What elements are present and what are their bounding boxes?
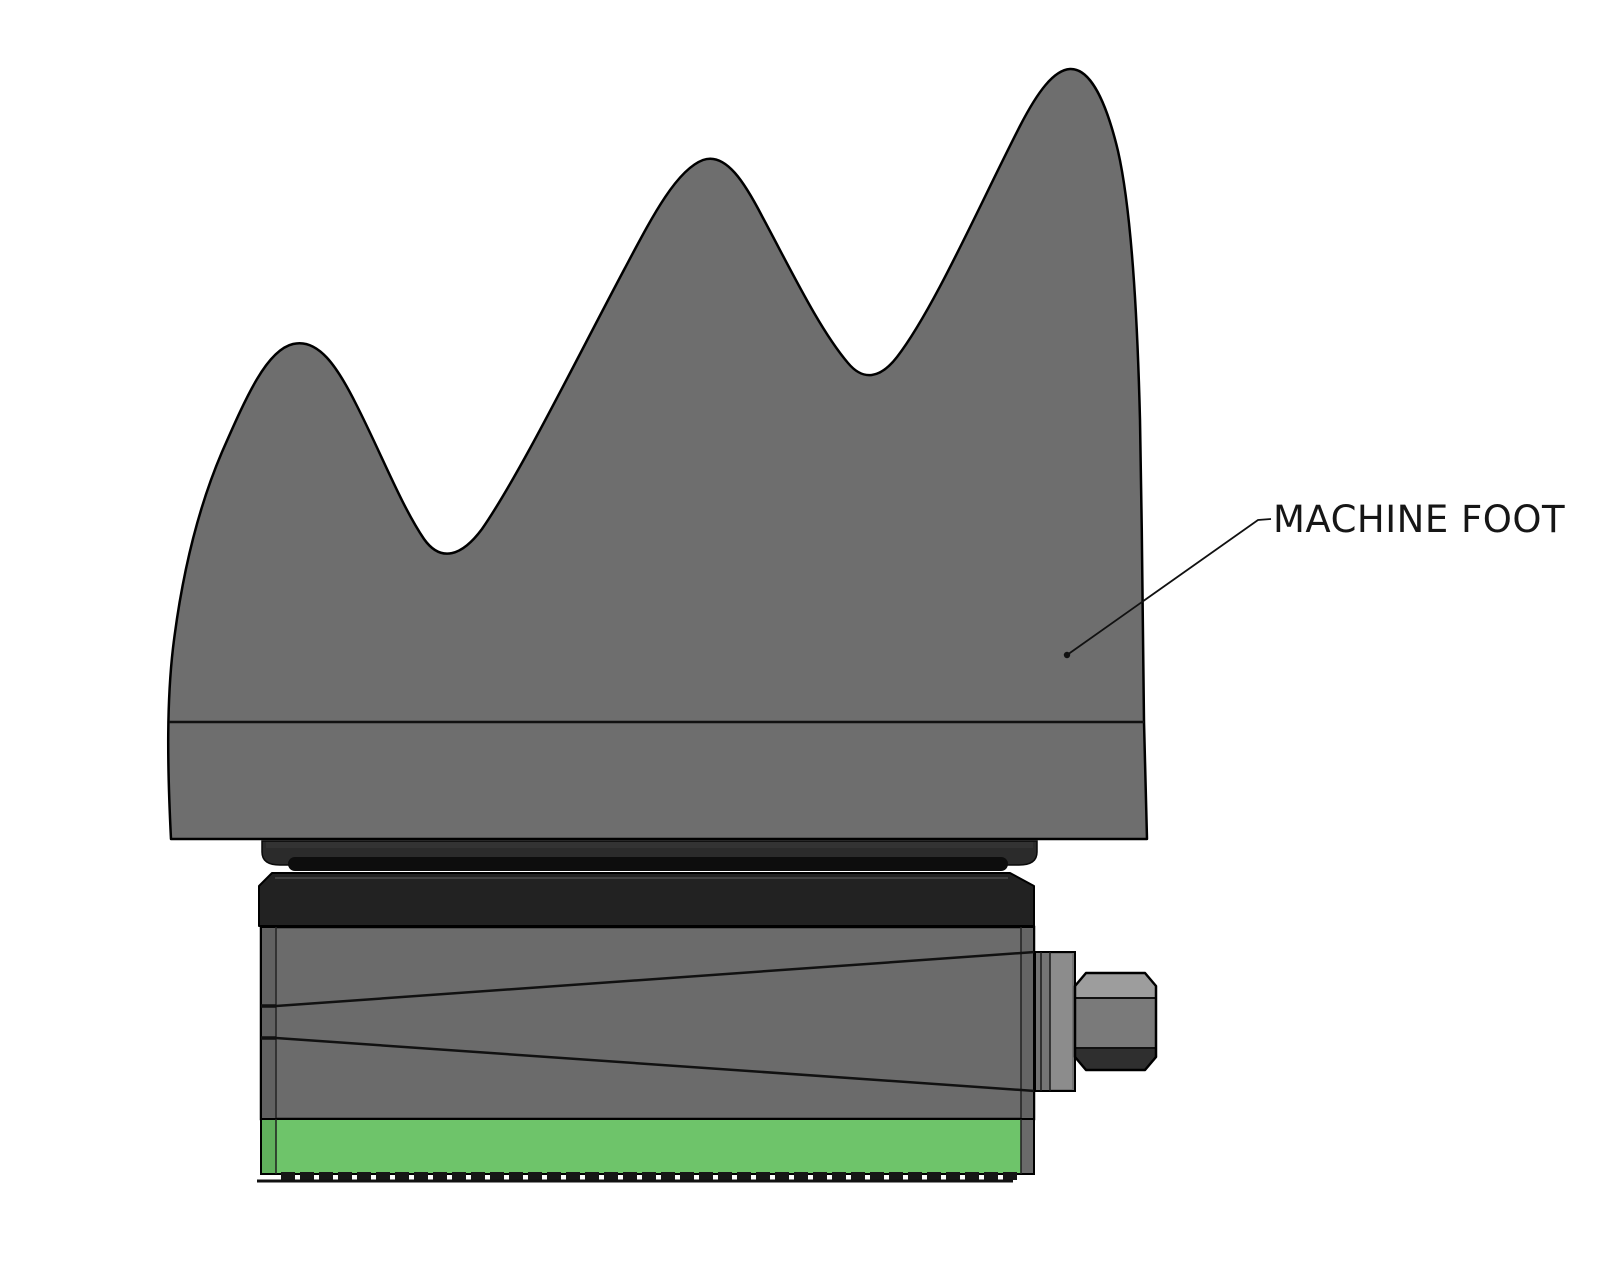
anti-slip-pad xyxy=(260,1118,1035,1175)
hex-nut-middle-facet xyxy=(1075,998,1156,1048)
flange-top-highlight xyxy=(266,842,1033,848)
pad-right-side-face xyxy=(1021,1120,1033,1173)
hex-nut-bottom-facet xyxy=(1075,1048,1156,1070)
flange-bottom-lip xyxy=(288,857,1008,871)
leader-dot xyxy=(1063,651,1071,659)
hex-nut-outline xyxy=(1073,971,1158,1072)
boss-facet-light xyxy=(1050,954,1072,1089)
leveler-rubber-ring xyxy=(258,872,1035,927)
leader-line xyxy=(1066,518,1272,656)
pad-left-side-face xyxy=(262,1120,276,1173)
hex-nut-top-facet xyxy=(1075,973,1156,998)
body-right-side-face xyxy=(1021,928,1033,1118)
leveler-body xyxy=(259,925,1036,1121)
body-left-side-face xyxy=(262,928,276,1118)
wedge-upper-line xyxy=(275,950,1036,1008)
machine-foot-shape xyxy=(166,67,1149,841)
wedge-lower-line xyxy=(275,1036,1036,1093)
machine-foot-label: MACHINE FOOT xyxy=(1273,498,1565,541)
